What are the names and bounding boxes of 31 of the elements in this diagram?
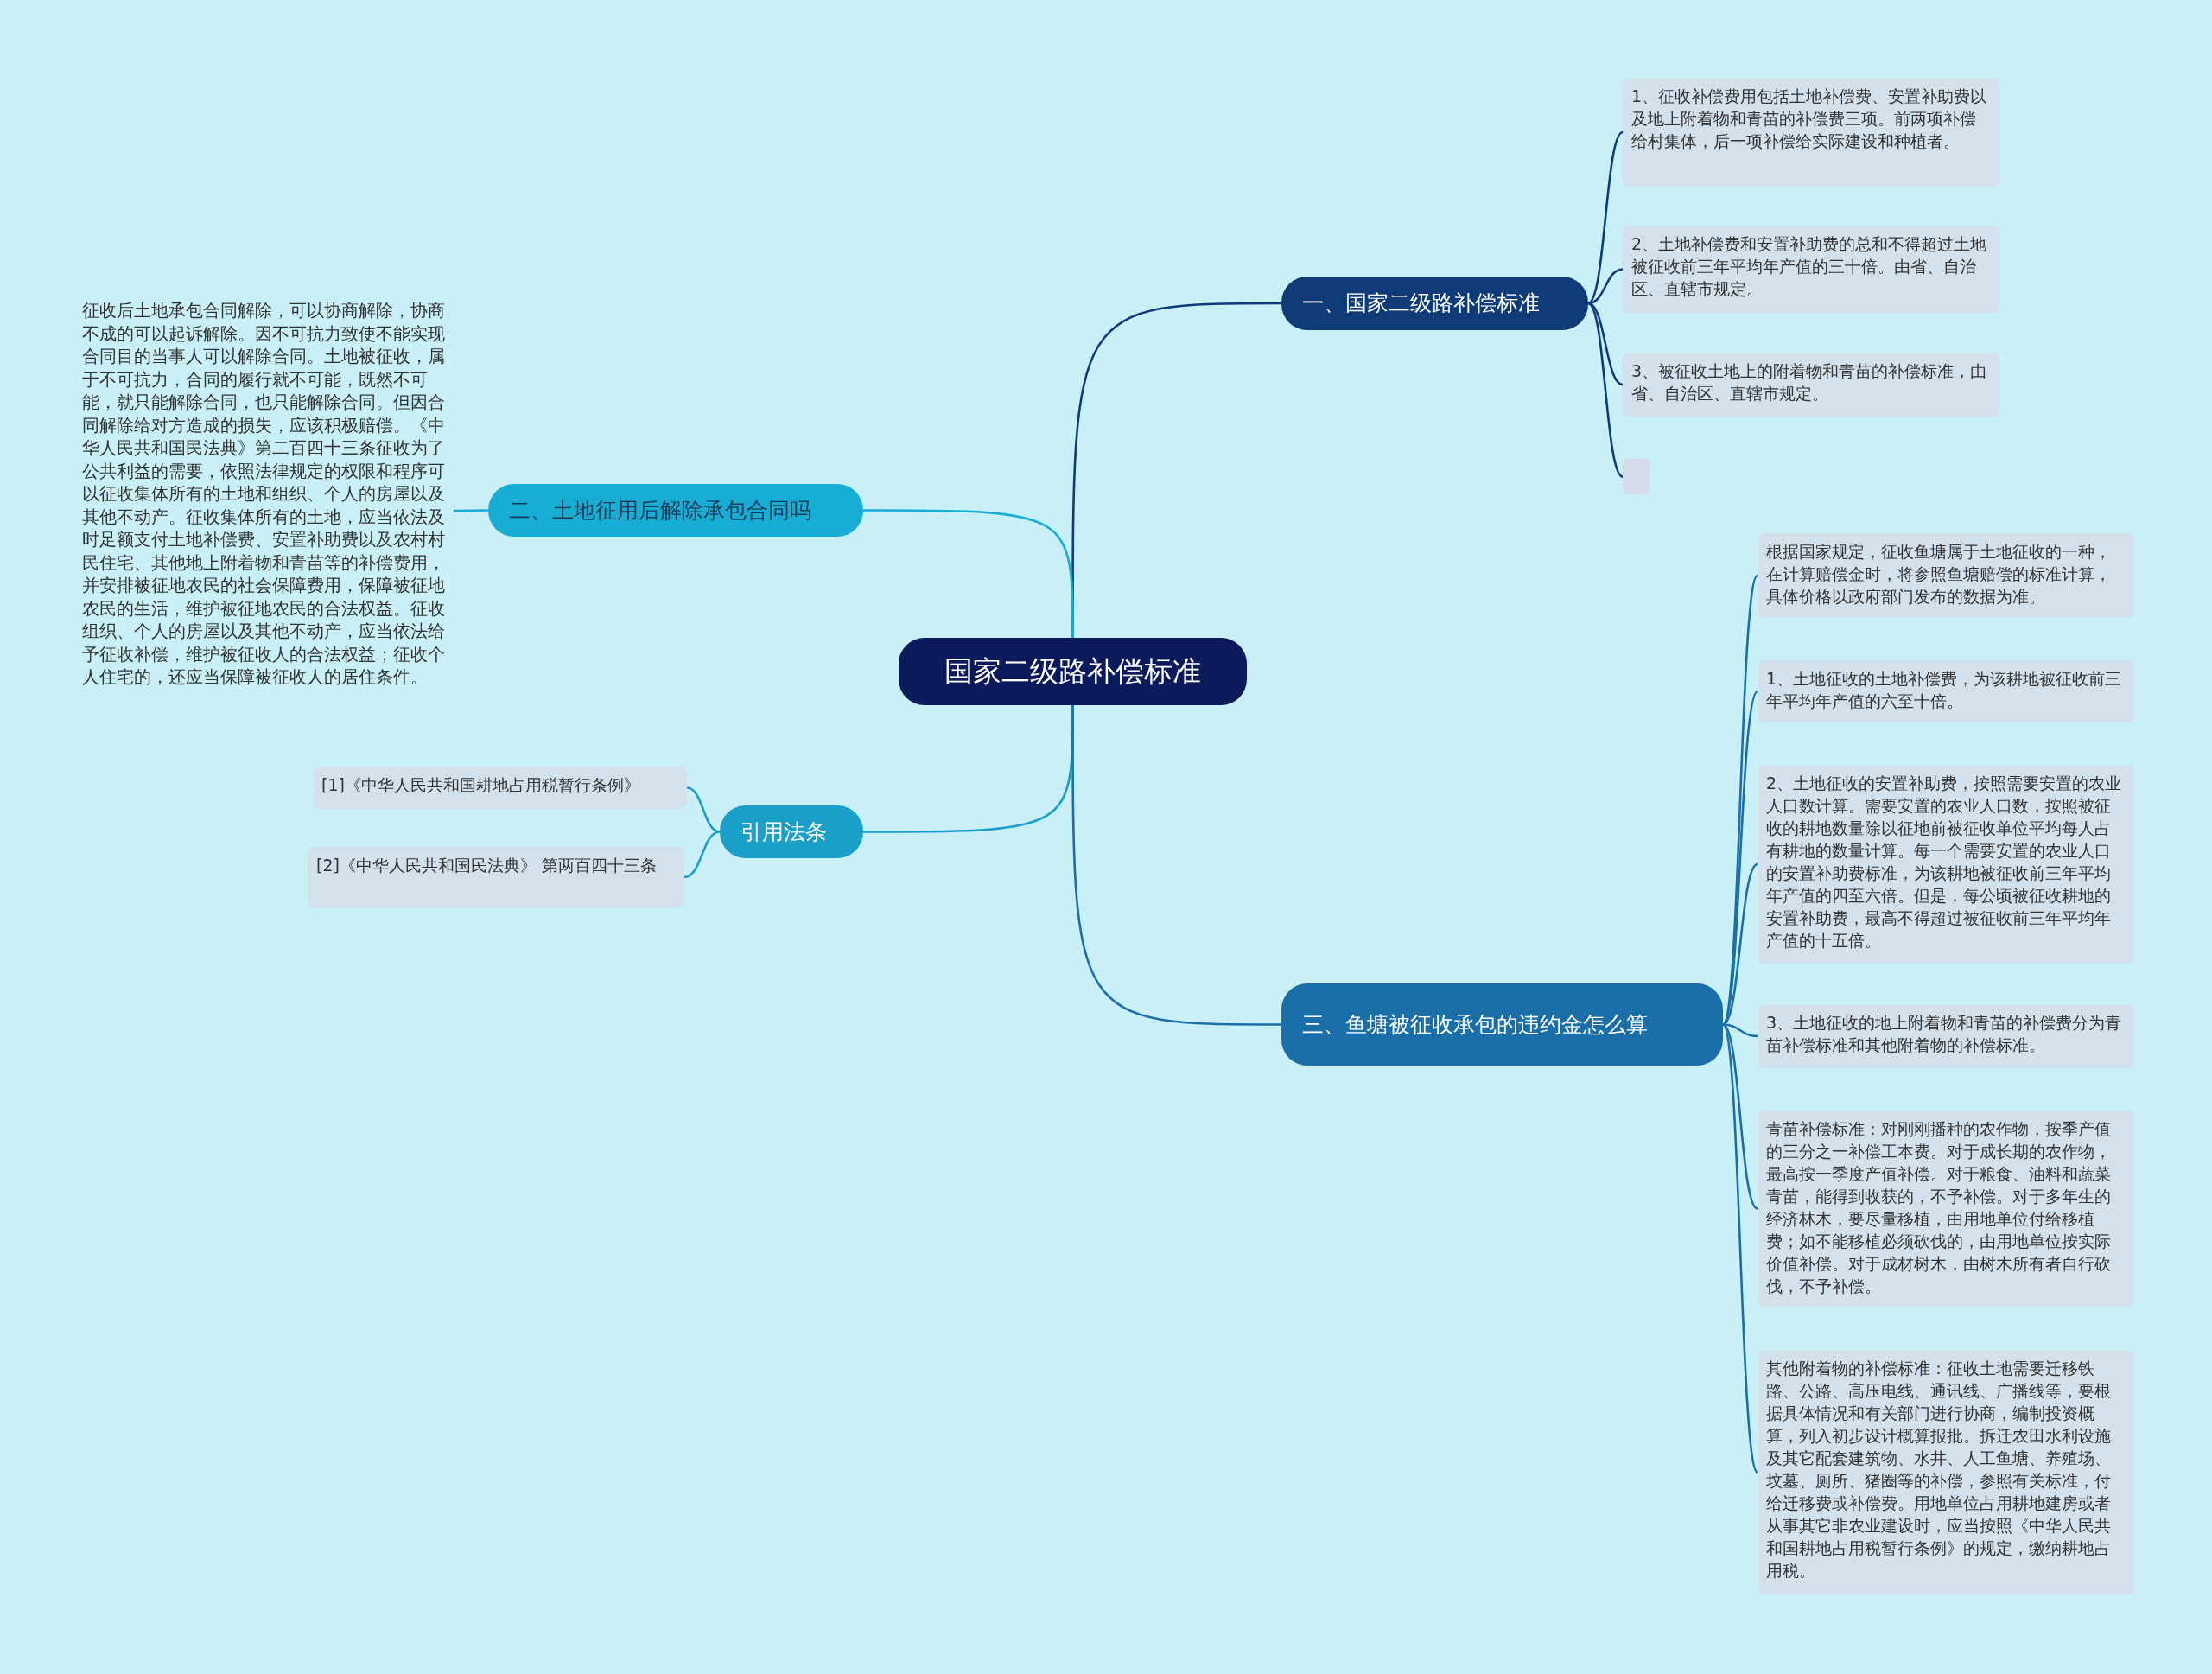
- note-card: 其他附着物的补偿标准：征收土地需要迁移铁路、公路、高压电线、通讯线、广播线等，要根据具体情况和有关部门进行协商，编制投资概算，列入初步设计概算报批。拆迁农田水利设施及其它配套建筑物、水井、人工鱼塘、养殖场、坟墓、厕所、猪圈等的补偿，参照有关标准，付给迁移费或补偿费。用地单位占用耕地建房或者从事其它非农业建设时，应当按照《中华人民共和国耕地占用税暂行条例》的规定，缴纳耕地占用税。: [1758, 1350, 2134, 1594]
- note-card: 1、土地征收的土地补偿费，为该耕地被征收前三年平均年产值的六至十倍。: [1758, 660, 2134, 722]
- note-card: 2、土地征收的安置补助费，按照需要安置的农业人口数计算。需要安置的农业人口数，按照被征收的耕地数量除以征地前被征收单位平均每人占有耕地的数量计算。每一个需要安置的农业人口的安置补助费标准，为该耕地被征收前三年平均年产值的四至六倍。但是，每公顷被征收耕地的安置补助费，最高不得超过被征收前三年平均年产值的十五倍。: [1758, 765, 2134, 964]
- empty-card: [1623, 459, 1650, 494]
- note-card: 根据国家规定，征收鱼塘属于土地征收的一种，在计算赔偿金时，将参照鱼塘赔偿的标准计算，具体价格以政府部门发布的数据为准。: [1758, 533, 2134, 618]
- connector-line: [1071, 703, 1281, 1026]
- connector-line: [1587, 268, 1624, 305]
- note-card: [2]《中华人民共和国民法典》 第两百四十三条: [308, 847, 684, 907]
- connector-line: [1722, 1023, 1758, 1038]
- note-card: 3、被征收土地上的附着物和青苗的补偿标准，由省、自治区、直辖市规定。: [1623, 353, 1999, 417]
- connector-line: [1587, 131, 1624, 304]
- connector-line: [1587, 302, 1624, 386]
- connector-line: [1721, 1023, 1759, 1474]
- note-card: [1]《中华人民共和国耕地占用税暂行条例》: [313, 767, 687, 809]
- root-topic: 国家二级路补偿标准: [899, 638, 1247, 705]
- note-text: 征收后土地承包合同解除，可以协商解除，协商不成的可以起诉解除。因不可抗力致使不能实现合同目的当事人可以解除合同。土地被征收，属于不可抗力，合同的履行就不可能，既然不可能，就只能解除合同，也只能解除合同。但因合同解除给对方造成的损失，应该积极赔偿。《中华人民共和国民法典》第二百四十三条征收为了公共利益的需要，依照法律规定的权限和程序可以征收集体所有的土地和组织、个人的房屋以及其他不动产。征收集体所有的土地，应当依法及时足额支付土地补偿费、安置补助费以及农村村民住宅、其他地上附着物和青苗等的补偿费用，并安排被征地农民的社会保障费用，保障被征地农民的生活，维护被征地农民的合法权益。征收组织、个人的房屋以及其他不动产，应当依法给予征收补偿，维护被征收人的合法权益；征收个人住宅的，还应当保障被征收人的居住条件。: [82, 299, 454, 722]
- note-card: 青苗补偿标准：对刚刚播种的农作物，按季产值的三分之一补偿工本费。对于成长期的农作物，最高按一季度产值补偿。对于粮食、油料和蔬菜青苗，能得到收获的，不予补偿。对于多年生的经济林木，要尽量移植，由用地单位付给移植费；如不能移植必须砍伐的，由用地单位按实际价值补偿。对于成材树木，由树木所有者自行砍伐，不予补偿。: [1758, 1111, 2134, 1307]
- branch-topic: 三、鱼塘被征收承包的违约金怎么算: [1281, 983, 1723, 1066]
- note-card: 3、土地征收的地上附着物和青苗的补偿费分为青苗补偿标准和其他附着物的补偿标准。: [1758, 1004, 2134, 1068]
- connector-line: [1721, 691, 1759, 1026]
- note-card: 2、土地补偿费和安置补助费的总和不得超过土地被征收前三年平均年产值的三十倍。由省、自治区、直辖市规定。: [1623, 226, 1999, 313]
- branch-topic: 引用法条: [720, 805, 863, 858]
- connector-line: [1722, 1023, 1758, 1210]
- branch-topic: 一、国家二级路补偿标准: [1281, 277, 1588, 330]
- connector-line: [454, 509, 488, 512]
- note-card: 1、征收补偿费用包括土地补偿费、安置补助费以及地上附着物和青苗的补偿费三项。前两项补偿给村集体，后一项补偿给实际建设和种植者。: [1623, 78, 1999, 187]
- branch-topic: 二、土地征用后解除承包合同吗: [488, 484, 863, 537]
- connector-line: [863, 509, 1074, 640]
- connector-line: [1587, 302, 1624, 478]
- connector-line: [683, 831, 721, 879]
- connector-line: [686, 786, 721, 833]
